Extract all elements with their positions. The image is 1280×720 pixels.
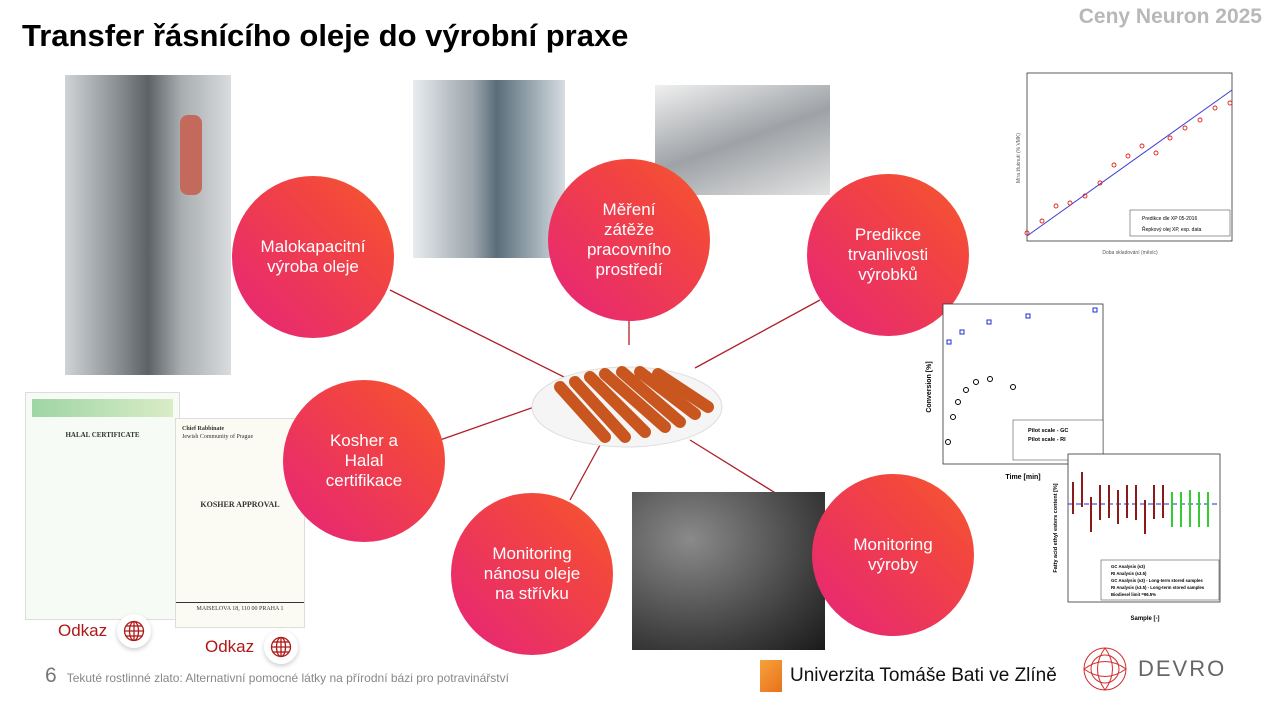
experimental-points: [1024, 100, 1233, 236]
topic-label: Monitoring výroby: [853, 535, 933, 574]
page-number: 6: [45, 664, 57, 687]
utb-logo-icon: [760, 660, 782, 692]
devro-logo-icon: [1083, 647, 1127, 691]
legend-entry: Pilot scale - RI: [1028, 437, 1066, 443]
prediction-line: [1026, 89, 1233, 237]
halal-link[interactable]: Odkaz: [58, 614, 152, 648]
kosher-link[interactable]: Odkaz: [205, 630, 299, 664]
x-axis-label: Sample [-]: [1130, 616, 1159, 622]
legend-entry: Biodiesel limit =96.5%: [1111, 592, 1156, 597]
photo-lab-measurement: [413, 80, 565, 258]
y-axis-label: Fatty acid ethyl esters content [%]: [1053, 483, 1059, 572]
globe-icon: [264, 630, 299, 664]
topic-kosher-halal: Kosher a Halal certifikace: [283, 380, 445, 542]
topic-workplace-load: Měření zátěže pracovního prostředí: [548, 159, 710, 321]
y-axis-label: Conversion [%]: [926, 361, 933, 412]
topic-label: Monitoring nánosu oleje na střívku: [483, 544, 581, 603]
devro-logo-text: DEVRO: [1138, 656, 1227, 681]
legend-entry: Řepkový olej XP, exp. data: [1142, 225, 1202, 233]
globe-icon: [117, 614, 152, 648]
devro-logo: DEVRO: [1082, 646, 1226, 692]
x-axis-label: Doba skladování (měsíc): [1102, 250, 1158, 256]
y-axis-label: Míra žluknutí (% VMK): [1016, 133, 1022, 183]
topic-label: Měření zátěže pracovního prostředí: [586, 200, 672, 279]
kosher-cert-title: KOSHER APPROVAL: [200, 500, 280, 509]
legend-entry: Pilot scale - GC: [1028, 428, 1068, 434]
kosher-certificate: Chief Rabbinate Jewish Community of Prag…: [175, 418, 305, 628]
legend-entry: GC Analysis (±3) - Long-term stored samp…: [1111, 578, 1203, 583]
legend-entry: Predikce dle XP 05-2016: [1142, 216, 1197, 222]
photo-production-machine: [655, 85, 830, 195]
topic-label: Predikce trvanlivosti výrobků: [847, 225, 929, 284]
topic-small-scale-oil: Malokapacitní výroba oleje: [232, 176, 394, 338]
conversion-chart: Pilot scale - GC Pilot scale - RI Time […: [926, 303, 1104, 481]
legend-entry: RI Analysis (±3.5): [1111, 571, 1147, 576]
topic-production-monitoring: Monitoring výroby: [812, 474, 974, 636]
footer-text: Tekuté rostlinné zlato: Alternativní pom…: [66, 671, 509, 685]
footer: 6 Tekuté rostlinné zlato: Alternativní po…: [45, 664, 509, 688]
photo-casing-surface: [632, 492, 825, 650]
slide-title: Transfer řásnícího oleje do výrobní prax…: [22, 18, 629, 53]
photo-sausages: [531, 366, 723, 448]
x-axis-label: Time [min]: [1005, 474, 1040, 481]
kosher-address: MAISELOVA 18, 110 00 PRAHA 1: [176, 602, 304, 613]
topic-label: Malokapacitní výroba oleje: [260, 237, 366, 276]
brand-label: Ceny Neuron 2025: [1078, 5, 1262, 28]
halal-cert-title: HALAL CERTIFICATE: [65, 431, 140, 439]
photo-oil-tank: [65, 75, 231, 375]
topic-shelf-life: Predikce trvanlivosti výrobků: [807, 174, 969, 336]
halal-certificate: HALAL CERTIFICATE: [25, 392, 180, 620]
shelf-life-chart: Predikce dle XP 05-2016 Řepkový olej XP,…: [1016, 72, 1233, 256]
link-label: Odkaz: [205, 637, 255, 656]
topic-oil-coating-monitoring: Monitoring nánosu oleje na střívku: [451, 493, 613, 655]
topic-label: Kosher a Halal certifikace: [325, 431, 403, 490]
utb-logo-text: Univerzita Tomáše Bati ve Zlíně: [790, 665, 1057, 686]
link-label: Odkaz: [58, 621, 108, 640]
kosher-community: Jewish Community of Prague: [182, 434, 254, 440]
legend-entry: GC Analysis (±3): [1111, 564, 1146, 569]
kosher-rabbi: Chief Rabbinate: [182, 426, 225, 432]
ester-content-chart: GC Analysis (±3) RI Analysis (±3.5) GC A…: [1053, 453, 1221, 622]
legend-entry: RI Analysis (±3.5) - Long-term stored sa…: [1111, 585, 1205, 590]
utb-logo: Univerzita Tomáše Bati ve Zlíně: [760, 660, 1057, 692]
